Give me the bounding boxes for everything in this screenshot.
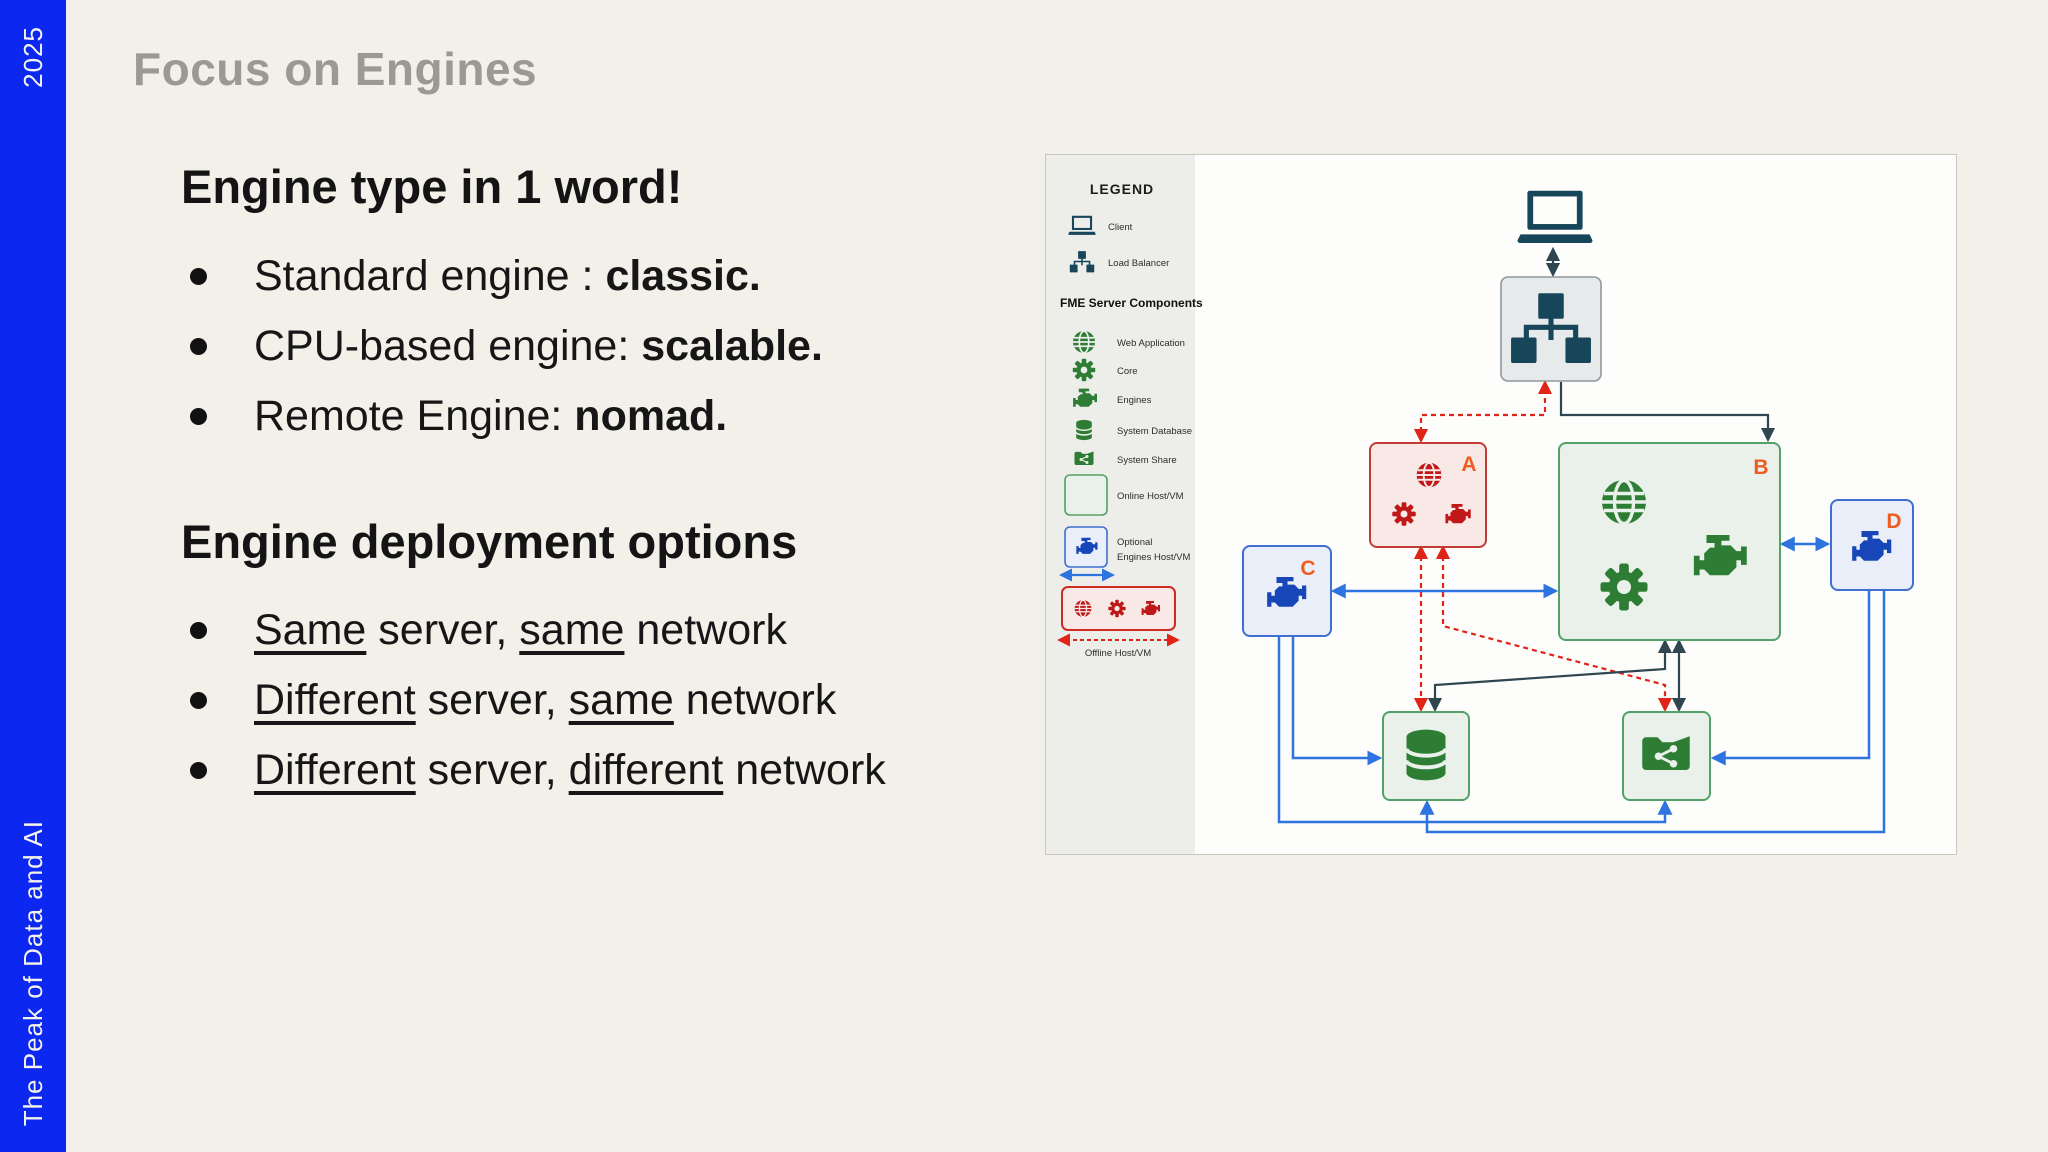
section1-bullet-list: Standard engine : classic. CPU-based eng…: [181, 241, 1011, 451]
node-system-database: [1382, 711, 1470, 801]
arrow-a-loadbalancer-dashed: [1413, 379, 1553, 444]
slide-body-text: Engine type in 1 word! Standard engine :…: [181, 160, 1011, 805]
section2-bullet-list: Same server, same network Different serv…: [181, 595, 1011, 805]
connectors: [1277, 246, 1886, 834]
list-item: Different server, different network: [181, 735, 1011, 805]
arrow-d-database: [1419, 591, 1886, 834]
node-c-engines-host: C: [1242, 545, 1332, 637]
legend: LEGEND Client Load Balancer FME Server C…: [1057, 181, 1203, 659]
legend-online-host-label: Online Host/VM: [1117, 491, 1184, 502]
node-c-label: C: [1300, 557, 1315, 580]
diagram-panel-background: [1045, 154, 1957, 855]
legend-core-label: Core: [1117, 366, 1138, 377]
client-laptop-icon: [1068, 215, 1096, 235]
node-a-label: A: [1461, 453, 1476, 476]
list-item: CPU-based engine: scalable.: [181, 311, 1011, 381]
list-item: Standard engine : classic.: [181, 241, 1011, 311]
legend-title: LEGEND: [1090, 181, 1154, 197]
legend-optional-label-line2: Engines Host/VM: [1117, 552, 1190, 563]
node-d-label: D: [1886, 510, 1901, 533]
node-d-engines-host: D: [1830, 499, 1914, 591]
system-database-icon: [1404, 727, 1448, 783]
left-accent-sidebar: 2025 The Peak of Data and AI: [0, 0, 66, 1152]
node-system-share: [1622, 711, 1711, 801]
node-b-label: B: [1753, 456, 1768, 479]
legend-components-header: FME Server Components: [1060, 296, 1203, 310]
web-application-icon: [1600, 478, 1648, 526]
legend-web-application-label: Web Application: [1117, 338, 1185, 349]
legend-optional-label-line1: Optional: [1117, 537, 1152, 548]
legend-engines-label: Engines: [1117, 395, 1152, 406]
arrow-loadbalancer-to-b: [1559, 382, 1776, 443]
node-load-balancer: [1500, 276, 1602, 382]
arrow-b-database: [1427, 638, 1673, 713]
section2-heading: Engine deployment options: [181, 514, 798, 568]
list-item: Same server, same network: [181, 595, 1011, 665]
arrow-c-database: [1291, 637, 1383, 766]
sidebar-footer-text: The Peak of Data and AI: [17, 819, 48, 1126]
architecture-diagram-panel: LEGEND Client Load Balancer FME Server C…: [1045, 154, 1957, 855]
node-a-offline-host: A: [1369, 442, 1487, 548]
core-gear-icon: [1600, 563, 1648, 611]
legend-system-database-label: System Database: [1117, 426, 1192, 437]
section1-heading: Engine type in 1 word!: [181, 160, 683, 213]
web-application-icon: [1072, 330, 1096, 354]
list-item: Different server, same network: [181, 665, 1011, 735]
client-laptop-icon: [1517, 190, 1593, 244]
offline-gear-icon: [1108, 599, 1126, 618]
page-title: Focus on Engines: [133, 43, 538, 95]
web-application-icon: [1415, 461, 1443, 489]
core-gear-icon: [1072, 358, 1096, 382]
legend-client-label: Client: [1108, 222, 1133, 233]
legend-load-balancer-label: Load Balancer: [1108, 258, 1169, 269]
online-host-swatch: [1064, 474, 1108, 516]
node-b-online-host: B: [1558, 442, 1781, 641]
core-gear-icon: [1392, 502, 1416, 526]
legend-system-share-label: System Share: [1117, 455, 1177, 466]
arrow-d-share: [1710, 591, 1871, 766]
diagram-canvas: A B C D: [1242, 190, 1914, 834]
system-database-icon: [1075, 419, 1093, 441]
list-item: Remote Engine: nomad.: [181, 381, 1011, 451]
legend-offline-host-label: Offline Host/VM: [1085, 648, 1151, 659]
arrow-c-share: [1277, 637, 1673, 824]
offline-globe-icon: [1073, 599, 1093, 618]
sidebar-year: 2025: [17, 26, 48, 88]
